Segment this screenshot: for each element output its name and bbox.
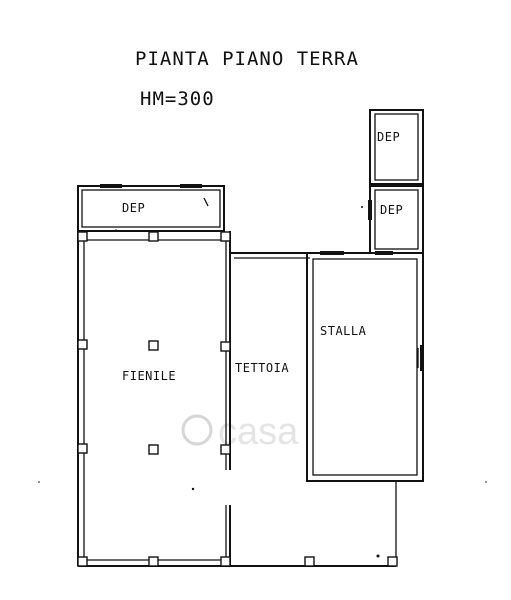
plan-height: HM=300 — [140, 88, 215, 110]
room-fienile: FIENILE — [77, 231, 232, 567]
room-dep-left: DEP — [77, 184, 225, 232]
column — [220, 231, 231, 242]
room-label-stalla: STALLA — [320, 324, 367, 338]
column — [77, 443, 88, 454]
scan-specks — [38, 206, 487, 558]
room-tettoia: TETTOIA — [230, 252, 398, 567]
room-label-dep-top-right: DEP — [377, 130, 400, 144]
fienile-columns — [77, 231, 231, 567]
column — [387, 556, 398, 567]
room-label-dep-left: DEP — [122, 201, 145, 215]
plan-title: PIANTA PIANO TERRA — [135, 48, 359, 70]
column — [77, 556, 88, 567]
room-dep-top-right: DEP — [369, 109, 424, 185]
column — [77, 231, 88, 242]
column — [220, 556, 231, 567]
room-label-fienile: FIENILE — [122, 369, 176, 383]
column — [148, 340, 159, 351]
column — [220, 444, 231, 455]
column — [148, 444, 159, 455]
watermark: casa — [181, 411, 299, 453]
room-stalla: STALLA — [306, 251, 424, 482]
room-dep-mid-right: DEP — [368, 185, 424, 254]
room-label-dep-mid-right: DEP — [380, 203, 403, 217]
column — [304, 556, 315, 567]
watermark-text: casa — [218, 411, 299, 453]
column — [148, 231, 159, 242]
column — [220, 341, 231, 352]
column — [148, 556, 159, 567]
room-label-tettoia: TETTOIA — [235, 361, 289, 375]
column — [77, 339, 88, 350]
